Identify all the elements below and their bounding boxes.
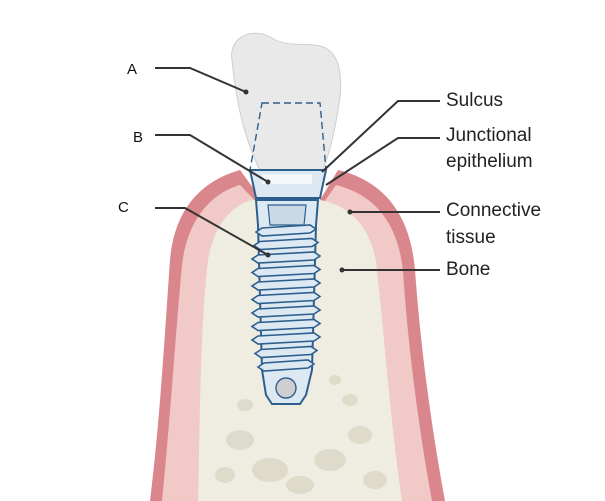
label-a: A xyxy=(127,61,138,78)
leader-sulcus xyxy=(321,100,440,173)
leader-lines xyxy=(155,67,440,271)
label-junctional-1: Junctional xyxy=(446,125,532,146)
leader-junctional xyxy=(325,137,440,186)
implant-threads xyxy=(250,224,322,372)
apical-hole xyxy=(275,377,297,399)
implant-thread xyxy=(250,332,322,345)
label-junctional-2: epithelium xyxy=(446,151,533,172)
leader-dots xyxy=(243,89,353,273)
abutment-highlight xyxy=(262,174,312,184)
implant-thread xyxy=(254,224,318,237)
label-connective-1: Connective xyxy=(446,200,542,221)
implant-thread xyxy=(250,291,322,305)
implant-thread xyxy=(250,305,322,318)
implant-thread xyxy=(250,318,322,332)
implant-thread xyxy=(252,237,320,251)
implant-thread xyxy=(253,345,319,359)
bone-texture xyxy=(215,375,387,494)
label-sulcus: Sulcus xyxy=(446,90,504,111)
label-connective-2: tissue xyxy=(446,227,496,248)
label-b: B xyxy=(133,129,144,146)
leader-a xyxy=(155,67,247,93)
screw-channel xyxy=(267,204,307,226)
leader-c xyxy=(155,207,269,256)
implant-thread xyxy=(250,264,322,278)
implant-thread xyxy=(250,278,322,291)
label-c: C xyxy=(118,199,129,216)
label-bone: Bone xyxy=(446,259,491,280)
implant-thread xyxy=(256,359,316,372)
crown xyxy=(231,32,342,176)
leader-b xyxy=(155,134,269,183)
